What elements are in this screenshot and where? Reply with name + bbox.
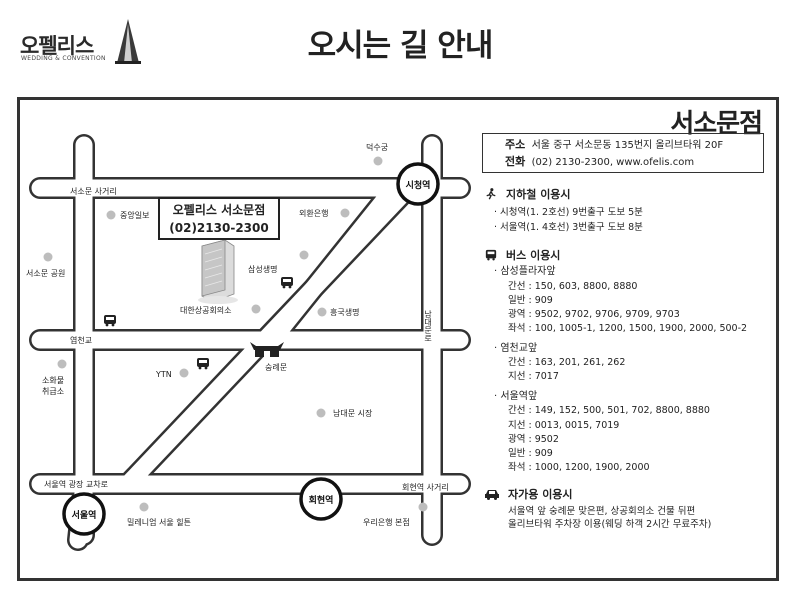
subway-lines: · 시청역(1. 2호선) 9번출구 도보 5분 · 서울역(1. 4호선) 3번… (494, 206, 774, 235)
landmark-seosomun-park: 서소문 공원 (26, 269, 65, 278)
landmark-samsung-life: 삼성생명 (248, 264, 277, 274)
station-sicheong: 시청역 (396, 162, 440, 206)
road-label-seoulyeok-gwangjang: 서울역 광장 교차로 (44, 479, 108, 489)
landmark-namdaemun-market: 남대문 시장 (333, 408, 373, 418)
bus-route-line: 간선 : 163, 201, 261, 262 (508, 357, 626, 369)
venue-callout: 오펠리스 서소문점 (02)2130-2300 (158, 197, 280, 240)
subway-line: · 서울역(1. 4호선) 3번출구 도보 8분 (494, 221, 643, 233)
logo-tower-icon (115, 19, 141, 64)
station-hoehyeon: 회현역 (299, 477, 343, 521)
landmark-oehwan: 외환은행 (299, 208, 328, 218)
road-fill (31, 136, 469, 549)
bus-route-line: 간선 : 150, 603, 8800, 8880 (508, 280, 638, 292)
branch-info-box: 주소 서울 중구 서소문동 135번지 올리브타워 20F 전화 (02) 21… (482, 133, 764, 173)
transport-panel: 지하철 이용시 · 시청역(1. 2호선) 9번출구 도보 5분 · 서울역(1.… (484, 186, 774, 531)
landmark-fire-station: 소화물 취급소 (42, 376, 67, 396)
walking-icon (486, 188, 496, 200)
station-label-seoulyeok: 서울역 (72, 509, 97, 521)
branch-title: 서소문점 (670, 109, 763, 139)
landmark-millennium: 밀레니엄 서울 힐튼 (127, 517, 191, 527)
road-label-yeomcheongyo: 염천교 (70, 335, 92, 345)
bus-stop-name: · 서울역앞 (494, 390, 538, 402)
bus-route-line: 광역 : 9502 (508, 433, 559, 445)
landmark-jungang: 중앙일보 (120, 210, 149, 220)
car-section-header: 자가용 이용시 (484, 486, 774, 502)
subway-line: · 시청역(1. 2호선) 9번출구 도보 5분 (494, 207, 643, 218)
bus-title: 버스 이용시 (506, 249, 561, 262)
bus-route-line: 좌석 : 1000, 1200, 1900, 2000 (508, 462, 650, 474)
car-line: 서울역 앞 숭례문 맞은편, 상공회의소 건물 뒤편 (508, 505, 696, 517)
road-label-namdaemunro: 남대문로 (423, 310, 432, 342)
bus-route-line: 일반 : 909 (508, 448, 553, 460)
landmark-fire-station-line1: 소화물 (42, 376, 64, 385)
bus-route-line: 간선 : 149, 152, 500, 501, 702, 8800, 8880 (508, 405, 710, 417)
subway-section-header: 지하철 이용시 (484, 186, 774, 202)
landmark-heungkuk: 흥국생명 (330, 307, 359, 317)
landmark-dots (43, 156, 428, 512)
road-label-hoehyeon-sageori: 회현역 사거리 (402, 482, 449, 492)
page-title: 오시는 길 안내 (307, 28, 494, 64)
car-title: 자가용 이용시 (508, 487, 573, 501)
station-label-sicheong: 시청역 (406, 179, 431, 191)
phone-label: 전화 (505, 155, 526, 168)
landmark-ytn: YTN (155, 370, 172, 379)
landmark-fire-station-line2: 취급소 (42, 387, 64, 396)
landmark-deoksugung: 덕수궁 (366, 142, 388, 152)
venue-callout-name: 오펠리스 서소문점 (172, 203, 266, 217)
bus-route-line: 좌석 : 100, 1005-1, 1200, 1500, 1900, 2000… (508, 323, 748, 335)
sungnyemun-gate-icon (250, 342, 284, 357)
subway-title: 지하철 이용시 (506, 188, 571, 201)
station-label-hoehyeon: 회현역 (309, 494, 334, 506)
bus-stop-name: · 염천교앞 (494, 342, 538, 354)
landmark-chamber: 대한상공회의소 (180, 305, 232, 315)
map-frame (17, 97, 779, 581)
logo-subtitle: WEDDING & CONVENTION (21, 55, 106, 62)
station-seoulyeok: 서울역 (62, 492, 106, 536)
landmark-woori: 우리은행 본점 (363, 517, 410, 527)
bus-icon (485, 249, 497, 261)
bus-section-header: 버스 이용시 (484, 247, 774, 263)
phone-text: (02) 2130-2300, www.ofelis.com (531, 157, 695, 168)
bus-route-line: 광역 : 9502, 9702, 9706, 9709, 9703 (508, 309, 680, 321)
car-icon (485, 489, 499, 500)
logo-text: 오펠리스 (20, 34, 94, 58)
car-line: 올리브타워 주차장 이용(웨딩 하객 2시간 무료주차) (508, 518, 712, 530)
bus-stop-name: · 삼성플라자앞 (494, 266, 556, 277)
bus-stop-icons (104, 277, 293, 370)
location-map: 서소문 사거리 염천교 서울역 광장 교차로 회현역 사거리 남대문로 덕수궁 … (26, 134, 471, 551)
address-text: 서울 중구 서소문동 135번지 올리브타워 20F (531, 140, 724, 151)
bus-route-line: 지선 : 0013, 0015, 7019 (508, 419, 620, 431)
road-label-seosomun: 서소문 사거리 (70, 187, 117, 196)
venue-callout-phone: (02)2130-2300 (169, 221, 269, 235)
address-label: 주소 (505, 138, 526, 151)
landmark-sungnyemun: 숭례문 (265, 362, 287, 372)
bus-route-line: 일반 : 909 (508, 294, 553, 306)
building-icon (198, 239, 238, 304)
bus-route-line: 지선 : 7017 (508, 371, 559, 383)
